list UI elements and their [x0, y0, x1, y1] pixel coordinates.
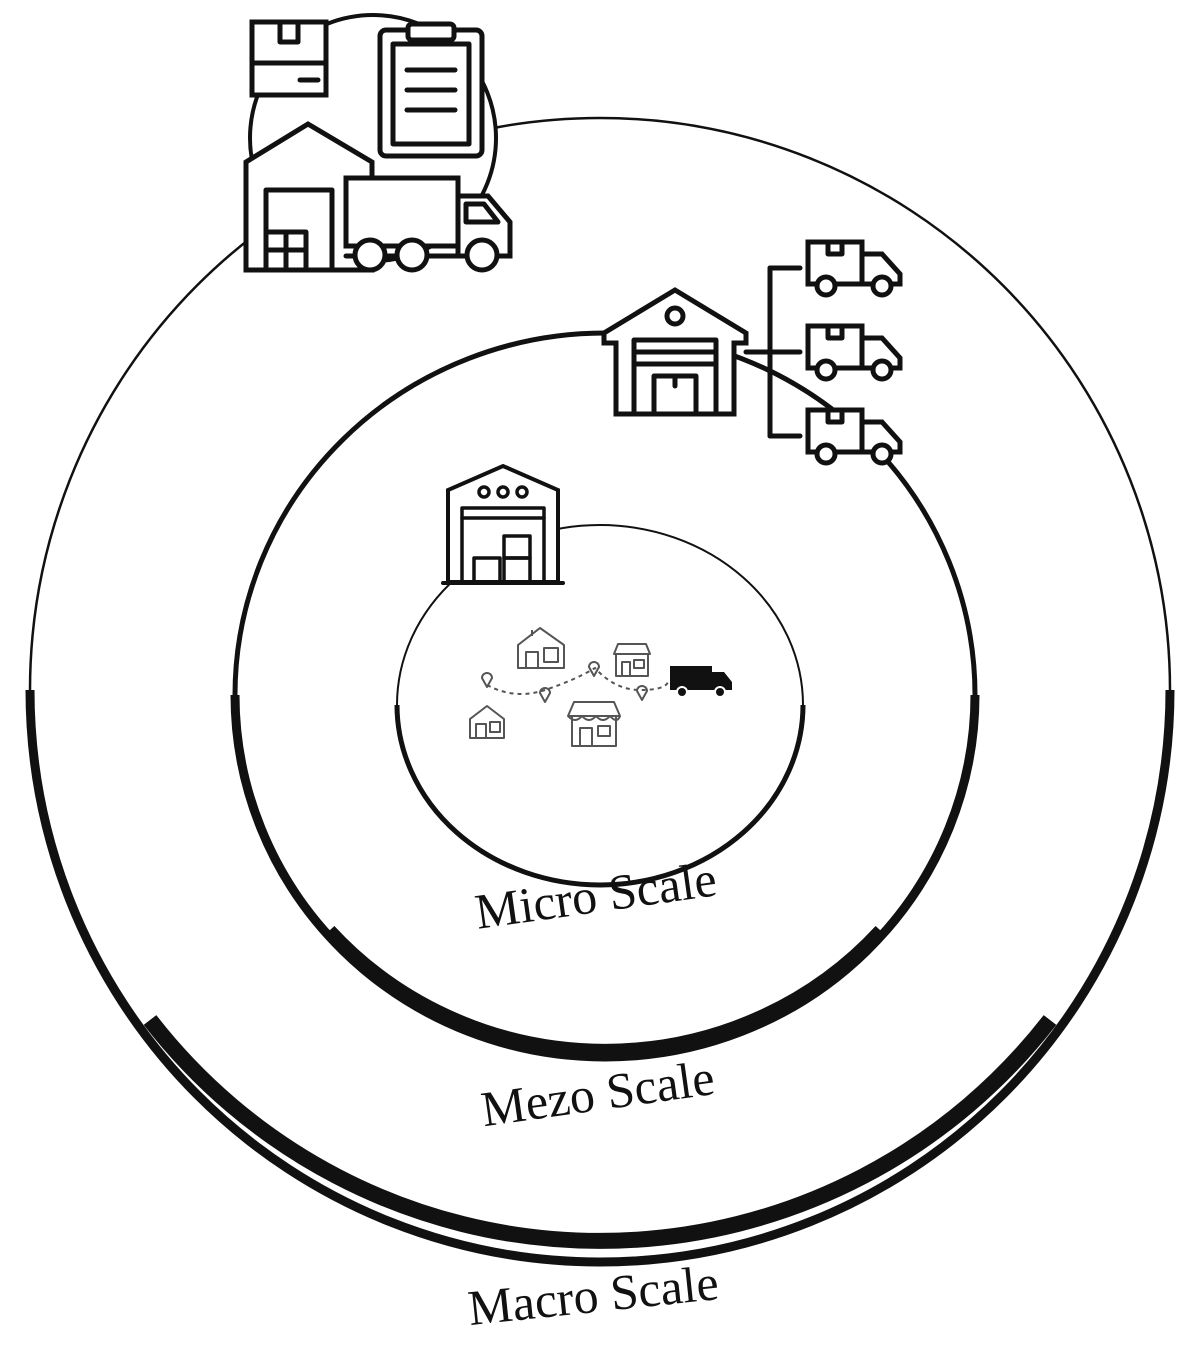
local-warehouse-icon [441, 463, 565, 585]
location-pin-icon [636, 685, 648, 701]
delivery-van-icon [670, 666, 732, 698]
distribution-warehouse-icon [601, 265, 803, 439]
last-mile-delivery-route-icon [481, 661, 669, 703]
delivery-truck-icon [805, 239, 903, 298]
shop-icon [567, 701, 621, 747]
location-pin-icon [588, 661, 600, 677]
logistics-hub-icon [243, 13, 513, 273]
macro-ring [25, 116, 1175, 1267]
location-pin-icon [539, 687, 551, 703]
mezo-scale-label: Mezo Scale [478, 1049, 718, 1137]
micro-ring [394, 524, 806, 888]
macro-scale-label: Macro Scale [465, 1254, 721, 1336]
house-icon [469, 705, 505, 739]
location-pin-icon [481, 672, 493, 688]
delivery-truck-icon [805, 407, 903, 466]
house-icon [517, 627, 565, 669]
shop-icon [613, 643, 651, 677]
delivery-truck-icon [805, 323, 903, 382]
